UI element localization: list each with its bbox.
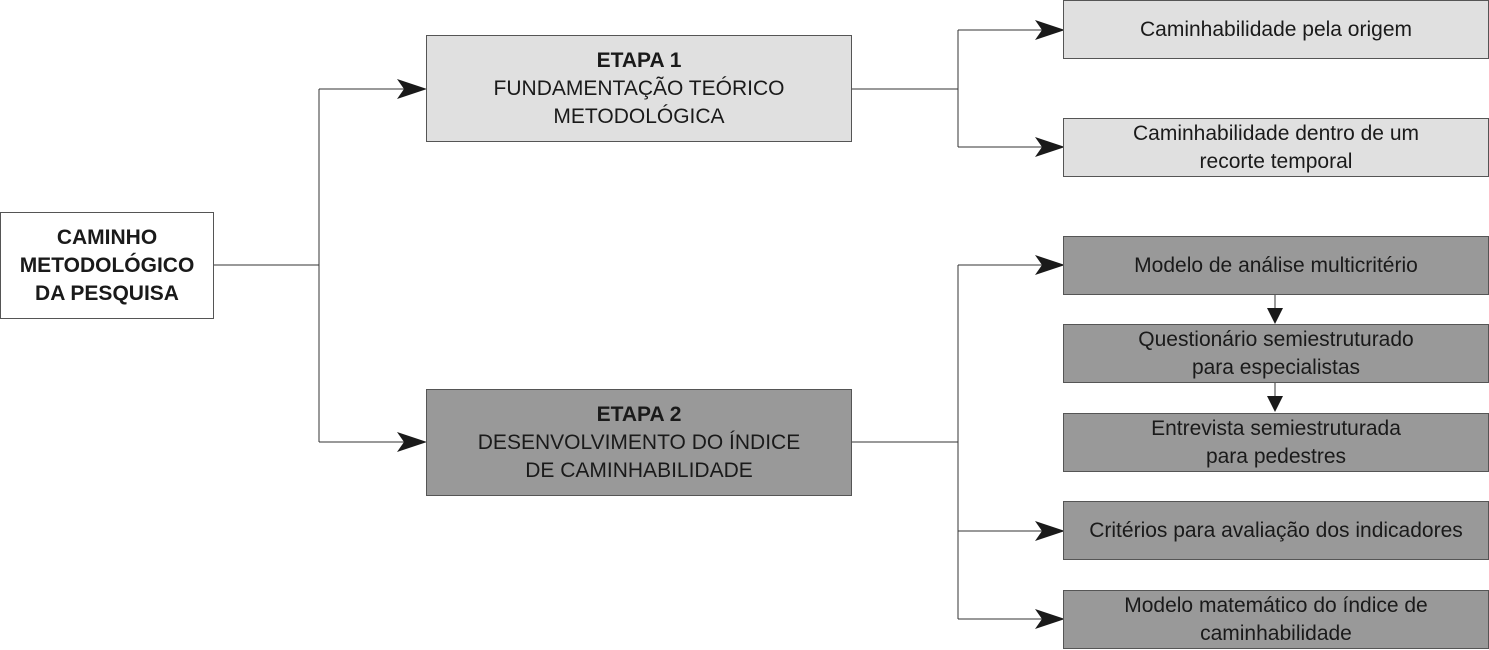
chain-arrowhead-1 (1267, 308, 1283, 324)
stage2-item: Modelo matemático do índice de caminhabi… (1063, 590, 1489, 649)
stage1-item: Caminhabilidade dentro de um recorte tem… (1063, 118, 1489, 177)
stage1-item-label: Caminhabilidade dentro de um recorte tem… (1132, 121, 1419, 173)
stage2-item-label: Questionário semiestruturado para especi… (1138, 327, 1414, 379)
stage2-label: DESENVOLVIMENTO DO ÍNDICE DE CAMINHABILI… (477, 430, 801, 482)
root-node-label: CAMINHO METODOLÓGICO DA PESQUISA (19, 225, 195, 305)
stage2-item: Critérios para avaliação dos indicadores (1063, 501, 1489, 560)
root-node: CAMINHO METODOLÓGICO DA PESQUISA (0, 212, 214, 319)
stage1-heading: ETAPA 1 (596, 48, 682, 72)
stage2-item: Entrevista semiestruturada para pedestre… (1063, 413, 1489, 472)
stage1-label: FUNDAMENTAÇÃO TEÓRICO METODOLÓGICA (493, 76, 785, 128)
stage1-item: Caminhabilidade pela origem (1063, 0, 1489, 59)
stage2-item-label: Entrevista semiestruturada para pedestre… (1151, 416, 1401, 468)
stage2-node: ETAPA 2 DESENVOLVIMENTO DO ÍNDICE DE CAM… (426, 389, 852, 496)
stage2-item: Modelo de análise multicritério (1063, 236, 1489, 295)
stage2-item-label: Modelo matemático do índice de caminhabi… (1124, 593, 1428, 645)
chain-arrowhead-2 (1267, 396, 1283, 412)
stage1-item-label: Caminhabilidade pela origem (1140, 17, 1412, 41)
stage1-node: ETAPA 1 FUNDAMENTAÇÃO TEÓRICO METODOLÓGI… (426, 35, 852, 142)
stage2-item-label: Modelo de análise multicritério (1134, 253, 1418, 277)
stage2-item: Questionário semiestruturado para especi… (1063, 324, 1489, 383)
stage2-item-label: Critérios para avaliação dos indicadores (1089, 518, 1463, 542)
stage2-heading: ETAPA 2 (596, 402, 682, 426)
